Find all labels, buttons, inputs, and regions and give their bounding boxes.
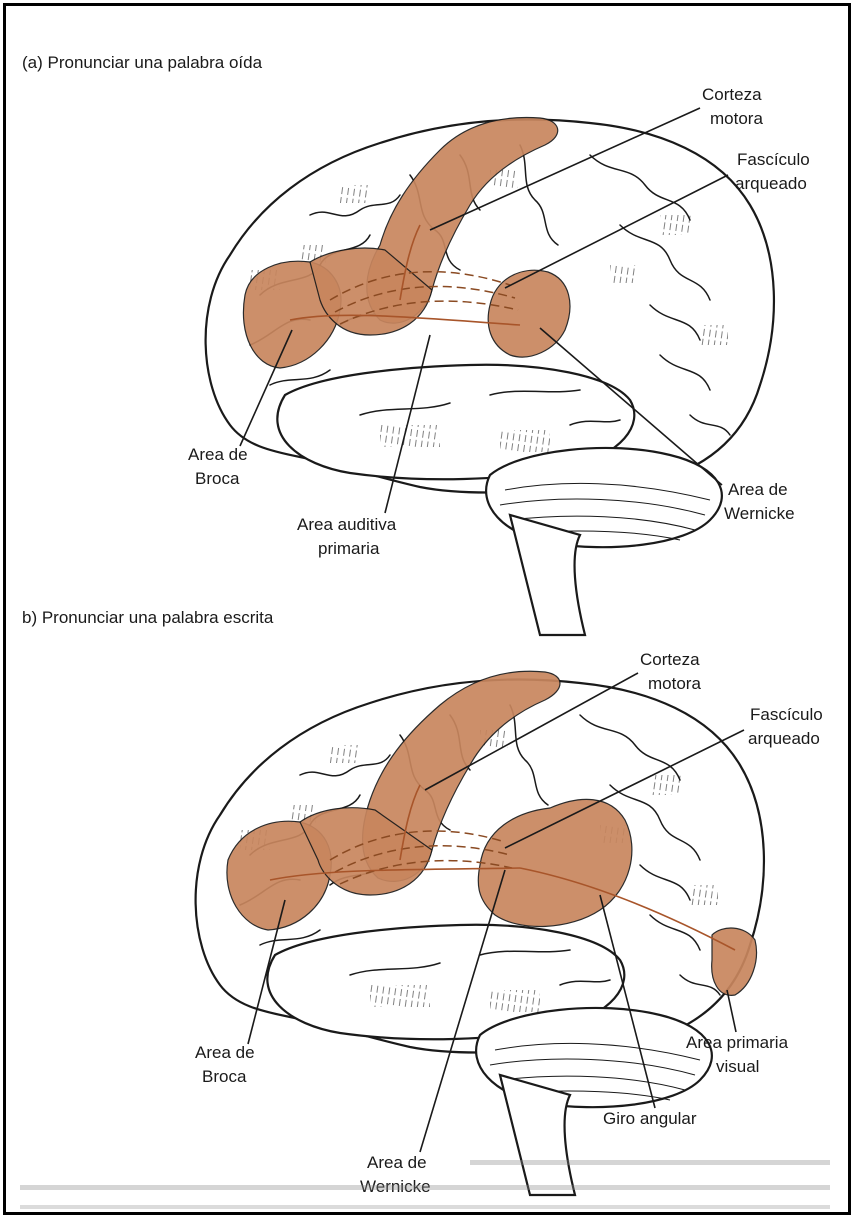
panel-a-auditory-label-line2: primaria — [318, 539, 380, 558]
panel-b-broca-label-line1: Area de — [195, 1043, 255, 1062]
panel-b-broca-label-line2: Broca — [202, 1067, 247, 1086]
panel-b-angular-label: Giro angular — [603, 1109, 697, 1128]
panel-a-wernicke-label-line2: Wernicke — [724, 504, 795, 523]
panel-b-wernicke-label-line1: Area de — [367, 1153, 427, 1172]
panel-b-visual-label-line2: visual — [716, 1057, 759, 1076]
panel-b-visual-leader — [727, 990, 736, 1032]
panel-b-arcuate-label-line2: arqueado — [748, 729, 820, 748]
panel-b-title: b) Pronunciar una palabra escrita — [22, 608, 274, 627]
panel-b-motor-label-line2: motora — [648, 674, 701, 693]
panel-b-arcuate-label-line1: Fascículo — [750, 705, 823, 724]
panel-a-brain — [206, 119, 774, 635]
panel-a-arcuate-label-line2: arqueado — [735, 174, 807, 193]
panel-a-motor-label-line2: motora — [710, 109, 763, 128]
panel-a-auditory-label-line1: Area auditiva — [297, 515, 397, 534]
panel-b-motor-label-line1: Corteza — [640, 650, 700, 669]
panel-a-motor-label-line1: Corteza — [702, 85, 762, 104]
panel-b: b) Pronunciar una palabra escrita Cortez… — [22, 608, 823, 1196]
panel-a-arcuate-label-line1: Fascículo — [737, 150, 810, 169]
panel-a: (a) Pronunciar una palabra oída Corteza … — [22, 53, 810, 635]
panel-a-broca-label-line2: Broca — [195, 469, 240, 488]
panel-a-broca-label-line1: Area de — [188, 445, 248, 464]
panel-a-title: (a) Pronunciar una palabra oída — [22, 53, 263, 72]
panel-a-wernicke-label-line1: Area de — [728, 480, 788, 499]
panel-b-visual-label-line1: Area primaria — [686, 1033, 789, 1052]
panel-b-visual-area — [712, 928, 757, 995]
